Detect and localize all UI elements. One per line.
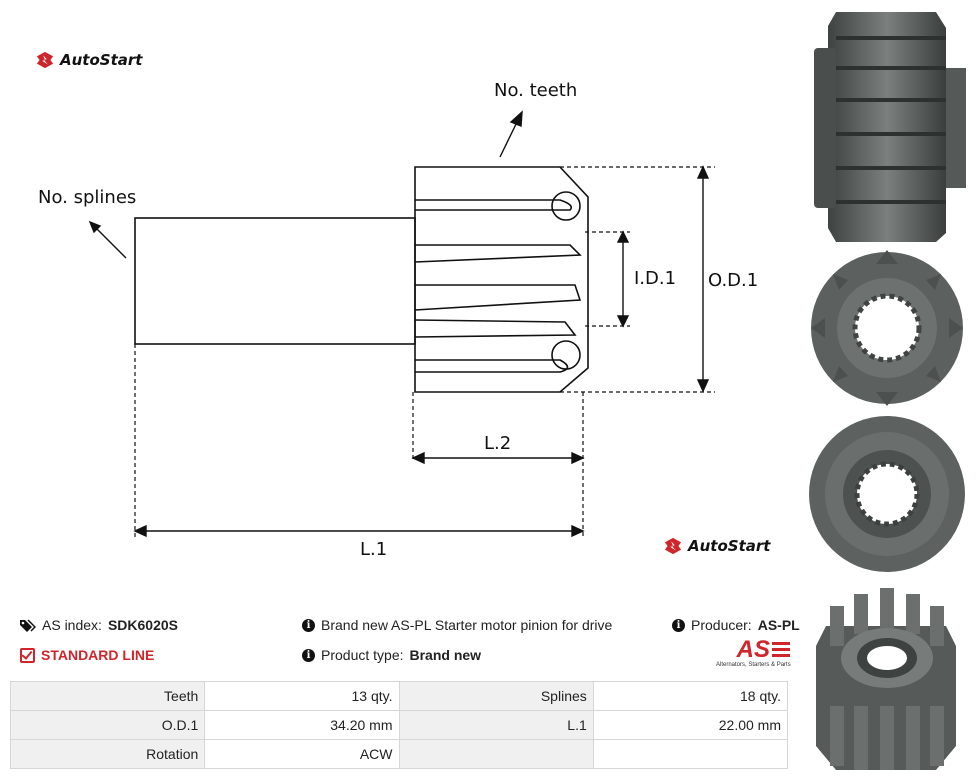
label-od1: O.D.1 — [708, 270, 759, 291]
info-icon: i — [672, 618, 685, 632]
producer-logo: AS Alternators, Starters & Parts — [716, 636, 791, 669]
product-photo-back — [809, 416, 965, 572]
tag-icon — [20, 618, 36, 632]
product-photo-angle — [816, 588, 956, 770]
spec-value: 13 qty. — [204, 681, 400, 711]
label-no-splines: No. splines — [38, 187, 137, 208]
spec-value: 22.00 mm — [592, 710, 789, 740]
spec-label — [398, 739, 594, 769]
spec-value: 18 qty. — [592, 681, 789, 711]
spec-value: ACW — [204, 739, 400, 769]
brand-logo-bottom: AutoStart — [664, 537, 770, 555]
spec-label: O.D.1 — [9, 710, 206, 740]
brand-name: AutoStart — [60, 51, 143, 69]
check-icon — [20, 647, 35, 663]
pinion-drawing — [88, 110, 715, 538]
producer-value: AS-PL — [757, 617, 800, 633]
spec-label: Teeth — [9, 681, 206, 711]
product-type: i Product type: Brand new — [302, 647, 481, 663]
label-l1: L.1 — [360, 539, 388, 560]
autostart-logo-icon — [664, 537, 682, 555]
label-no-teeth: No. teeth — [494, 80, 578, 101]
product-photo-front — [811, 250, 963, 406]
as-index-value: SDK6020S — [107, 617, 178, 633]
label-id1: I.D.1 — [634, 268, 677, 289]
info-icon: i — [302, 648, 315, 662]
spec-label: Splines — [398, 681, 594, 711]
standard-line-badge: STANDARD LINE — [20, 647, 154, 663]
product-description: i Brand new AS-PL Starter motor pinion f… — [302, 617, 612, 633]
product-photo-side — [814, 12, 966, 242]
as-index: AS index: SDK6020S — [20, 617, 178, 633]
info-icon: i — [302, 618, 315, 632]
label-l2: L.2 — [484, 433, 512, 454]
spec-label: L.1 — [398, 710, 594, 740]
product-type-value: Brand new — [409, 647, 482, 663]
spec-label: Rotation — [9, 739, 206, 769]
brand-logo-top: AutoStart — [36, 51, 142, 69]
spec-value: 34.20 mm — [204, 710, 400, 740]
shaft-outline — [134, 217, 416, 345]
brand-name: AutoStart — [688, 537, 771, 555]
producer: i Producer: AS-PL — [672, 617, 800, 633]
autostart-logo-icon — [36, 51, 54, 69]
logo-stripes — [772, 642, 790, 657]
spec-value — [592, 739, 789, 769]
